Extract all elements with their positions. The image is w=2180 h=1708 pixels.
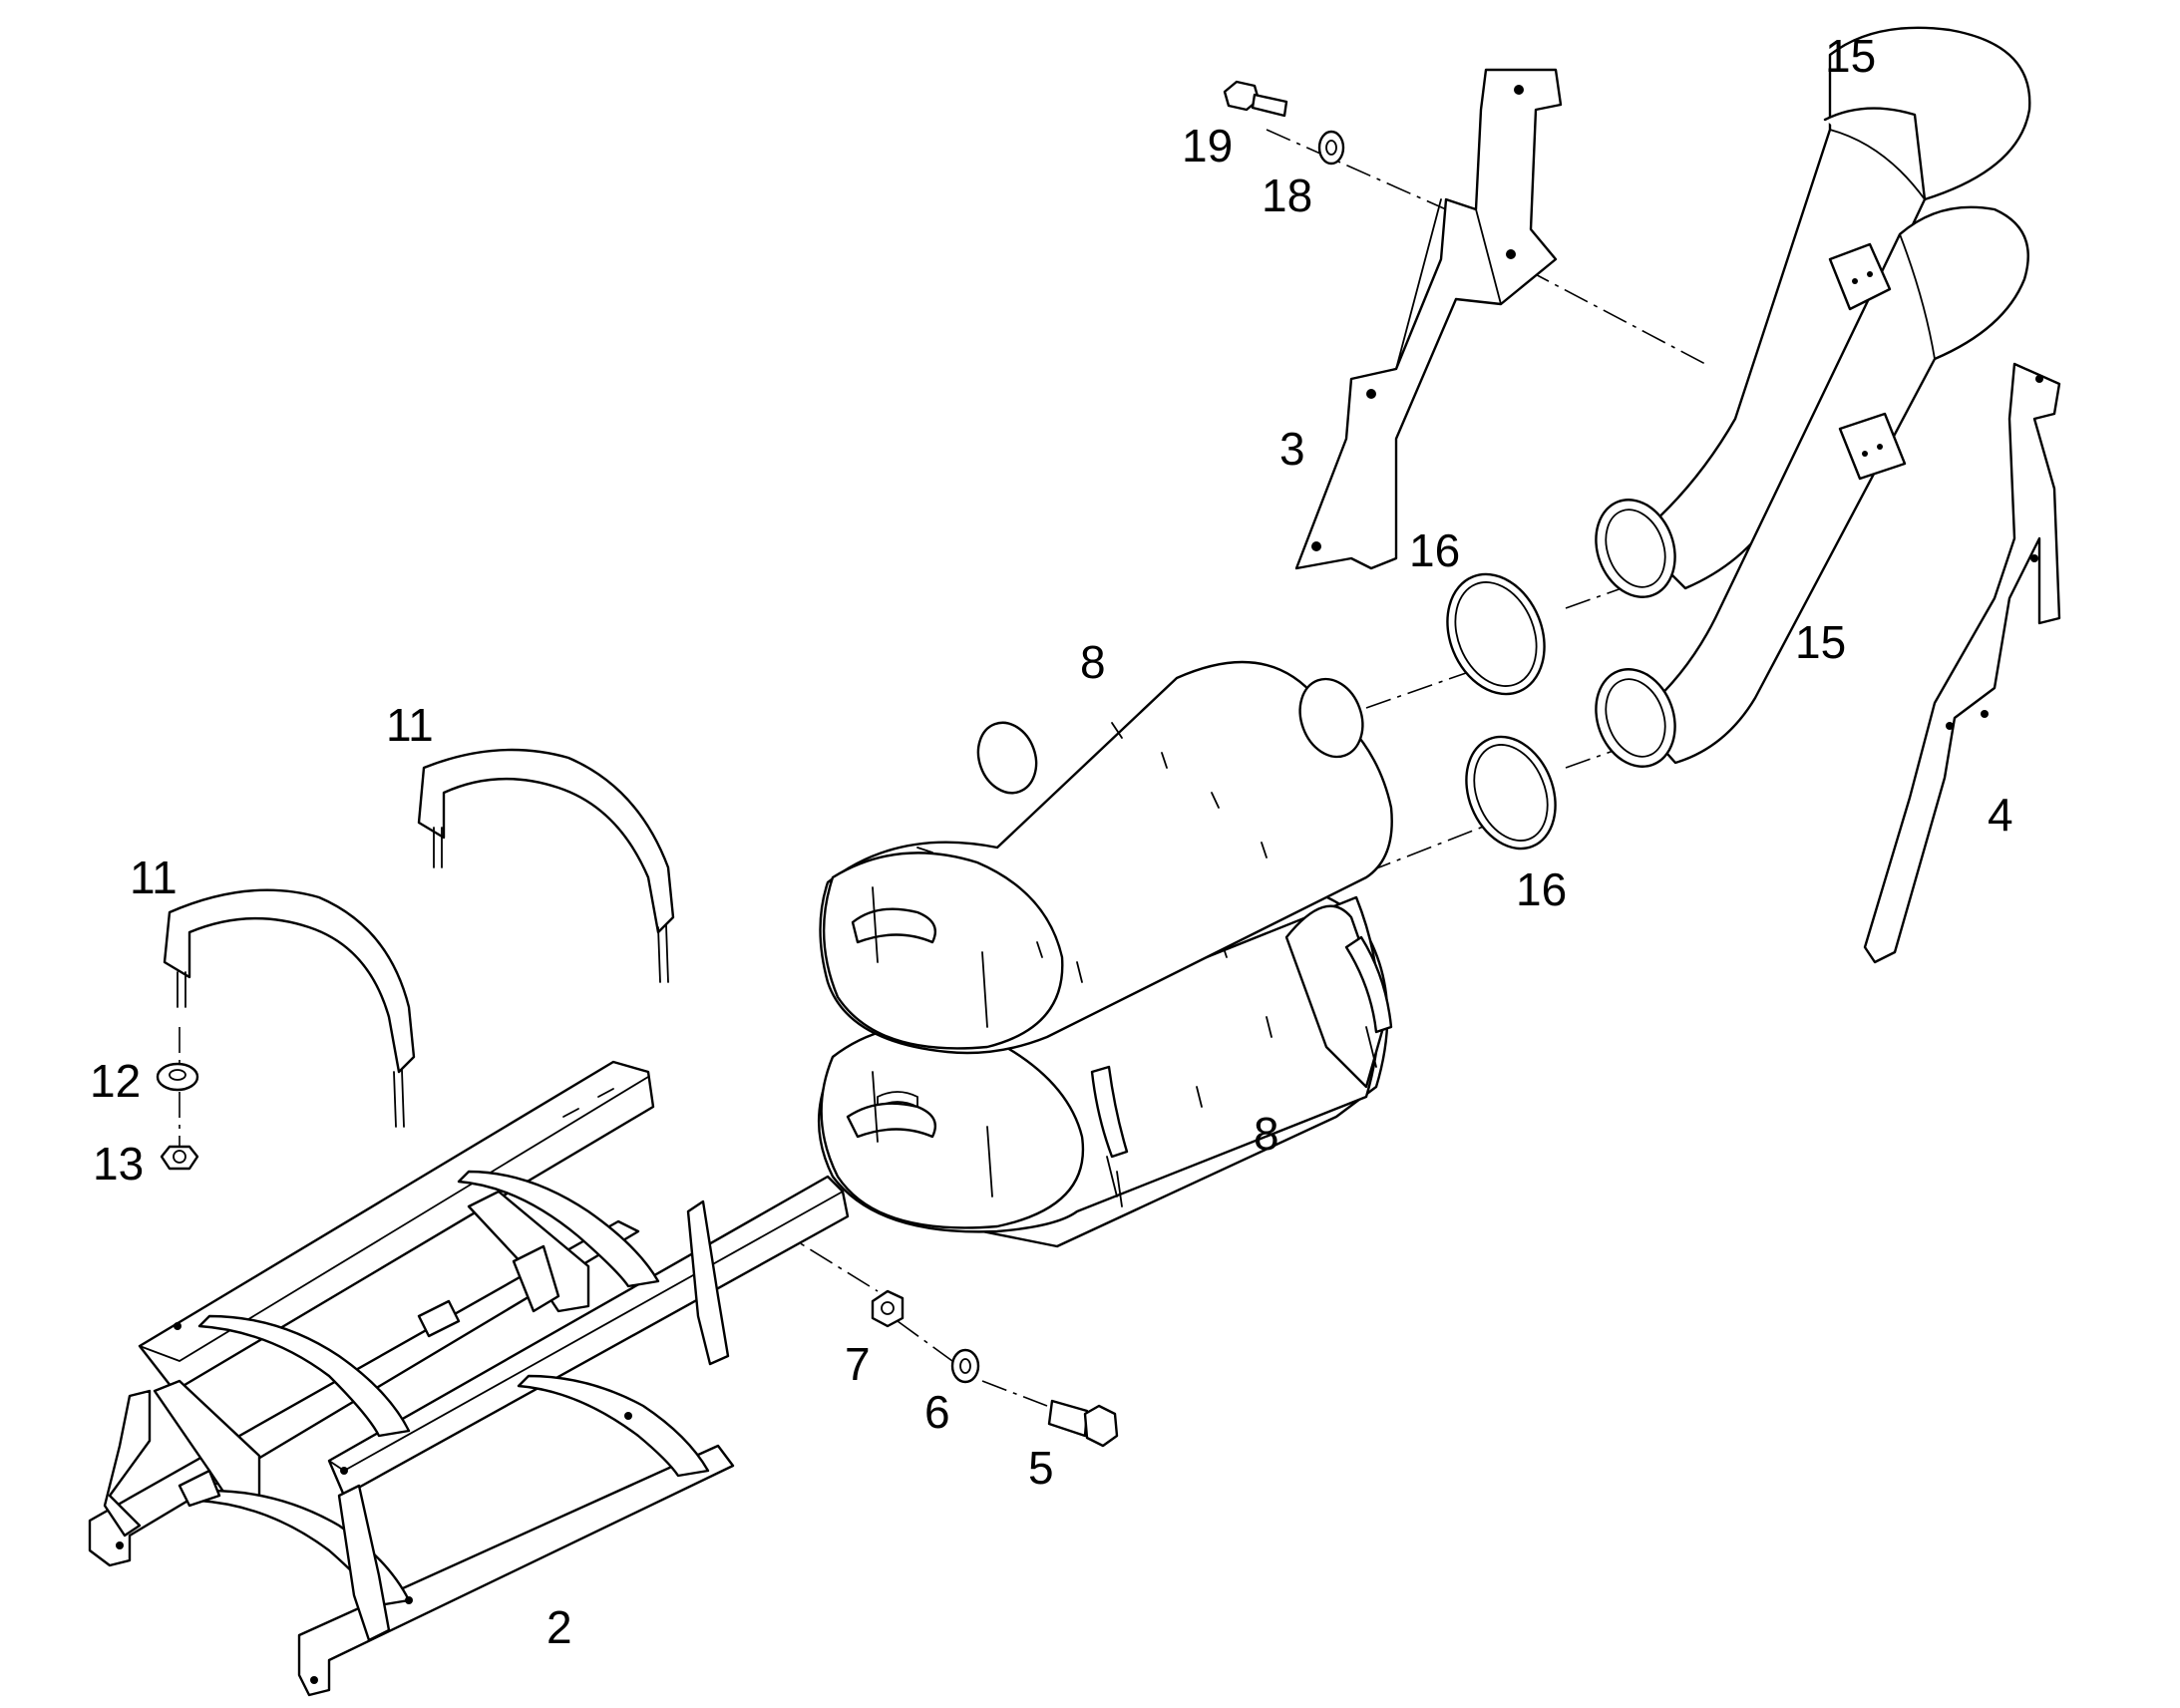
callout-19: 19 [1182, 120, 1233, 171]
callout-12: 12 [90, 1055, 141, 1107]
part-11-straps [163, 748, 675, 1128]
part-6-washer [950, 1348, 980, 1384]
callout-labels: 2 3 4 5 6 7 8 8 11 11 12 13 15 15 16 16 … [90, 30, 2013, 1653]
callout-7: 7 [845, 1338, 871, 1390]
callout-15-side: 15 [1795, 616, 1846, 668]
callout-18: 18 [1262, 170, 1312, 221]
part-13-nut [160, 1145, 199, 1171]
part-16-gaskets [1446, 572, 1557, 851]
part-19-bolt [1223, 80, 1288, 118]
part-12-washer [156, 1062, 199, 1092]
part-8-mufflers [817, 660, 1393, 1248]
part-7-nut [871, 1289, 905, 1328]
callout-16-lower: 16 [1516, 863, 1567, 915]
callout-6: 6 [924, 1386, 950, 1438]
part-15-tailpipes [1595, 26, 2031, 768]
callout-5: 5 [1028, 1442, 1054, 1494]
callout-13: 13 [93, 1138, 144, 1190]
part-2-frame [88, 1060, 850, 1697]
callout-4: 4 [1988, 789, 2013, 841]
callout-11-left: 11 [130, 852, 178, 903]
part-18-washer [1317, 130, 1345, 166]
callout-16-upper: 16 [1409, 524, 1460, 576]
callout-11-right: 11 [386, 699, 434, 751]
callout-2: 2 [546, 1601, 572, 1653]
callout-8-upper: 8 [1080, 636, 1106, 688]
callout-3: 3 [1279, 423, 1305, 475]
part-4-bracket [1863, 362, 2061, 964]
callout-8-lower: 8 [1254, 1108, 1279, 1160]
callout-15-top: 15 [1825, 30, 1876, 82]
part-3-bracket [1294, 68, 1563, 570]
part-5-bolt [1047, 1399, 1119, 1448]
